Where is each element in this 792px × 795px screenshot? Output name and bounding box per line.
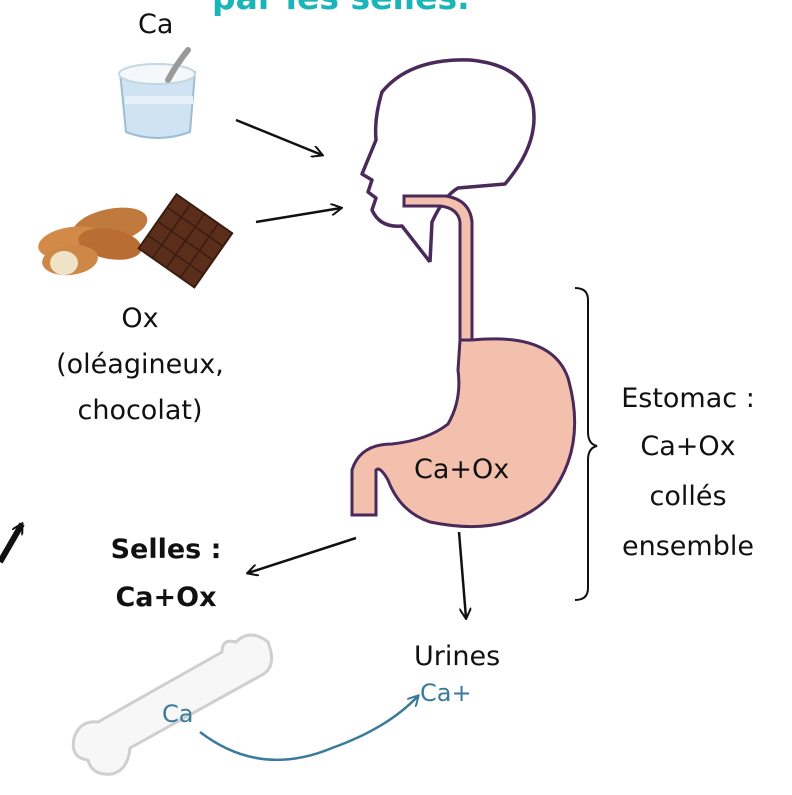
ca-intake-label: Ca <box>138 6 173 44</box>
ox-label: Ox <box>40 300 240 338</box>
stomach-content-label: Ca+Ox <box>414 451 509 489</box>
estomac-label-1: Estomac : <box>600 380 776 418</box>
arrow-bone-to-urine <box>200 696 418 760</box>
ox-label-detail-2: chocolat) <box>40 392 240 430</box>
arrow-to-urines <box>459 532 466 618</box>
estomac-label-4: ensemble <box>600 528 776 566</box>
arrow-ca-to-mouth <box>236 120 322 155</box>
bone-calcium-label: Ca <box>162 695 193 733</box>
yogurt-icon <box>119 50 195 138</box>
estomac-label-3: collés <box>600 478 776 516</box>
arrow-left-bold <box>0 524 22 562</box>
ox-label-detail-1: (oléagineux, <box>40 346 240 384</box>
urines-label: Urines <box>414 638 500 676</box>
head-silhouette-icon <box>362 60 534 262</box>
arrow-ox-to-mouth <box>256 208 341 222</box>
estomac-label-2: Ca+Ox <box>600 428 776 466</box>
stomach-brace <box>575 288 597 600</box>
urine-calcium-label: Ca+ <box>420 674 472 712</box>
chocolate-icon <box>139 194 233 287</box>
almonds-icon <box>36 201 151 277</box>
selles-label-1: Selles : <box>86 531 246 569</box>
selles-label-2: Ca+Ox <box>86 579 246 617</box>
arrow-to-selles <box>248 538 356 573</box>
